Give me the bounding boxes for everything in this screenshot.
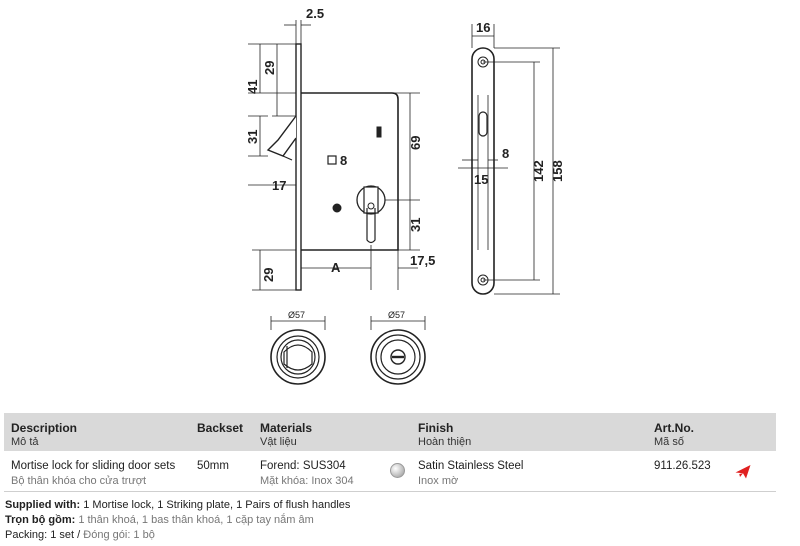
row-backset: 50mm <box>197 460 229 472</box>
table-row: Mortise lock for sliding door sets Bộ th… <box>4 451 776 492</box>
dim-latch-height: 31 <box>245 130 260 144</box>
header-artno: Art.No. <box>654 421 694 435</box>
spec-table: Description Mô tả Backset Materials Vật … <box>4 413 776 492</box>
dim-handle-left: Ø57 <box>288 310 305 320</box>
supplied-vi-line: Trọn bộ gồm: 1 thân khoá, 1 bas thân kho… <box>5 514 314 526</box>
supplied-vi-label: Trọn bộ gồm: <box>5 514 76 526</box>
packing-text: 1 set / <box>47 529 84 541</box>
dim-handle-right: Ø57 <box>388 310 405 320</box>
dim-bottom-offset: 29 <box>261 268 276 282</box>
dim-slot-depth: 15 <box>474 172 488 187</box>
row-finish-vi: Inox mờ <box>418 475 459 487</box>
row-artno: 911.26.523 <box>654 460 711 472</box>
row-finish: Satin Stainless Steel <box>418 460 524 472</box>
packing-line: Packing: 1 set / Đóng gói: 1 bộ <box>5 529 155 541</box>
header-materials-vi: Vật liệu <box>260 436 297 448</box>
supplied-with-line: Supplied with: 1 Mortise lock, 1 Strikin… <box>5 499 350 511</box>
dim-forend-width: 16 <box>476 20 490 35</box>
table-header: Description Mô tả Backset Materials Vật … <box>4 413 776 451</box>
dim-top-gap: 41 <box>245 80 260 94</box>
header-materials: Materials <box>260 421 313 435</box>
row-materials-vi: Mặt khóa: Inox 304 <box>260 475 354 487</box>
dim-forend-length: 158 <box>550 160 565 182</box>
header-artno-vi: Mã số <box>654 436 684 448</box>
row-description-vi: Bộ thân khóa cho cửa trượt <box>11 475 147 487</box>
dim-forend-thickness: 2.5 <box>306 6 324 21</box>
dim-cylinder-below: 31 <box>408 218 423 232</box>
header-description-vi: Mô tả <box>11 436 39 448</box>
dim-case-edge: 17,5 <box>410 253 435 268</box>
supplied-vi-text: 1 thân khoá, 1 bas thân khoá, 1 cặp tay … <box>75 514 314 526</box>
finish-swatch-icon <box>390 463 405 478</box>
header-description: Description <box>11 421 78 435</box>
dim-spindle: 8 <box>340 153 347 168</box>
dim-hole-spacing: 142 <box>531 160 546 182</box>
supplied-text: 1 Mortise lock, 1 Striking plate, 1 Pair… <box>80 499 351 511</box>
dim-backset: A <box>331 260 341 275</box>
row-description: Mortise lock for sliding door sets <box>11 460 176 472</box>
dim-top-offset: 29 <box>262 61 277 75</box>
airplane-icon[interactable] <box>734 462 752 480</box>
technical-drawing: 2.5 41 29 31 17 29 A 17,5 8 69 31 16 8 1… <box>245 6 565 385</box>
dim-slot-width: 8 <box>502 146 509 161</box>
packing-label: Packing: <box>5 529 48 541</box>
dim-latch-depth: 17 <box>272 178 286 193</box>
dim-latch-to-cylinder: 69 <box>408 136 423 150</box>
header-finish: Finish <box>418 421 454 435</box>
packing-vi: Đóng gói: 1 bộ <box>83 529 155 541</box>
supplied-label: Supplied with: <box>5 499 81 511</box>
header-finish-vi: Hoàn thiện <box>418 436 472 448</box>
row-materials: Forend: SUS304 <box>260 460 346 472</box>
header-backset: Backset <box>197 421 244 435</box>
